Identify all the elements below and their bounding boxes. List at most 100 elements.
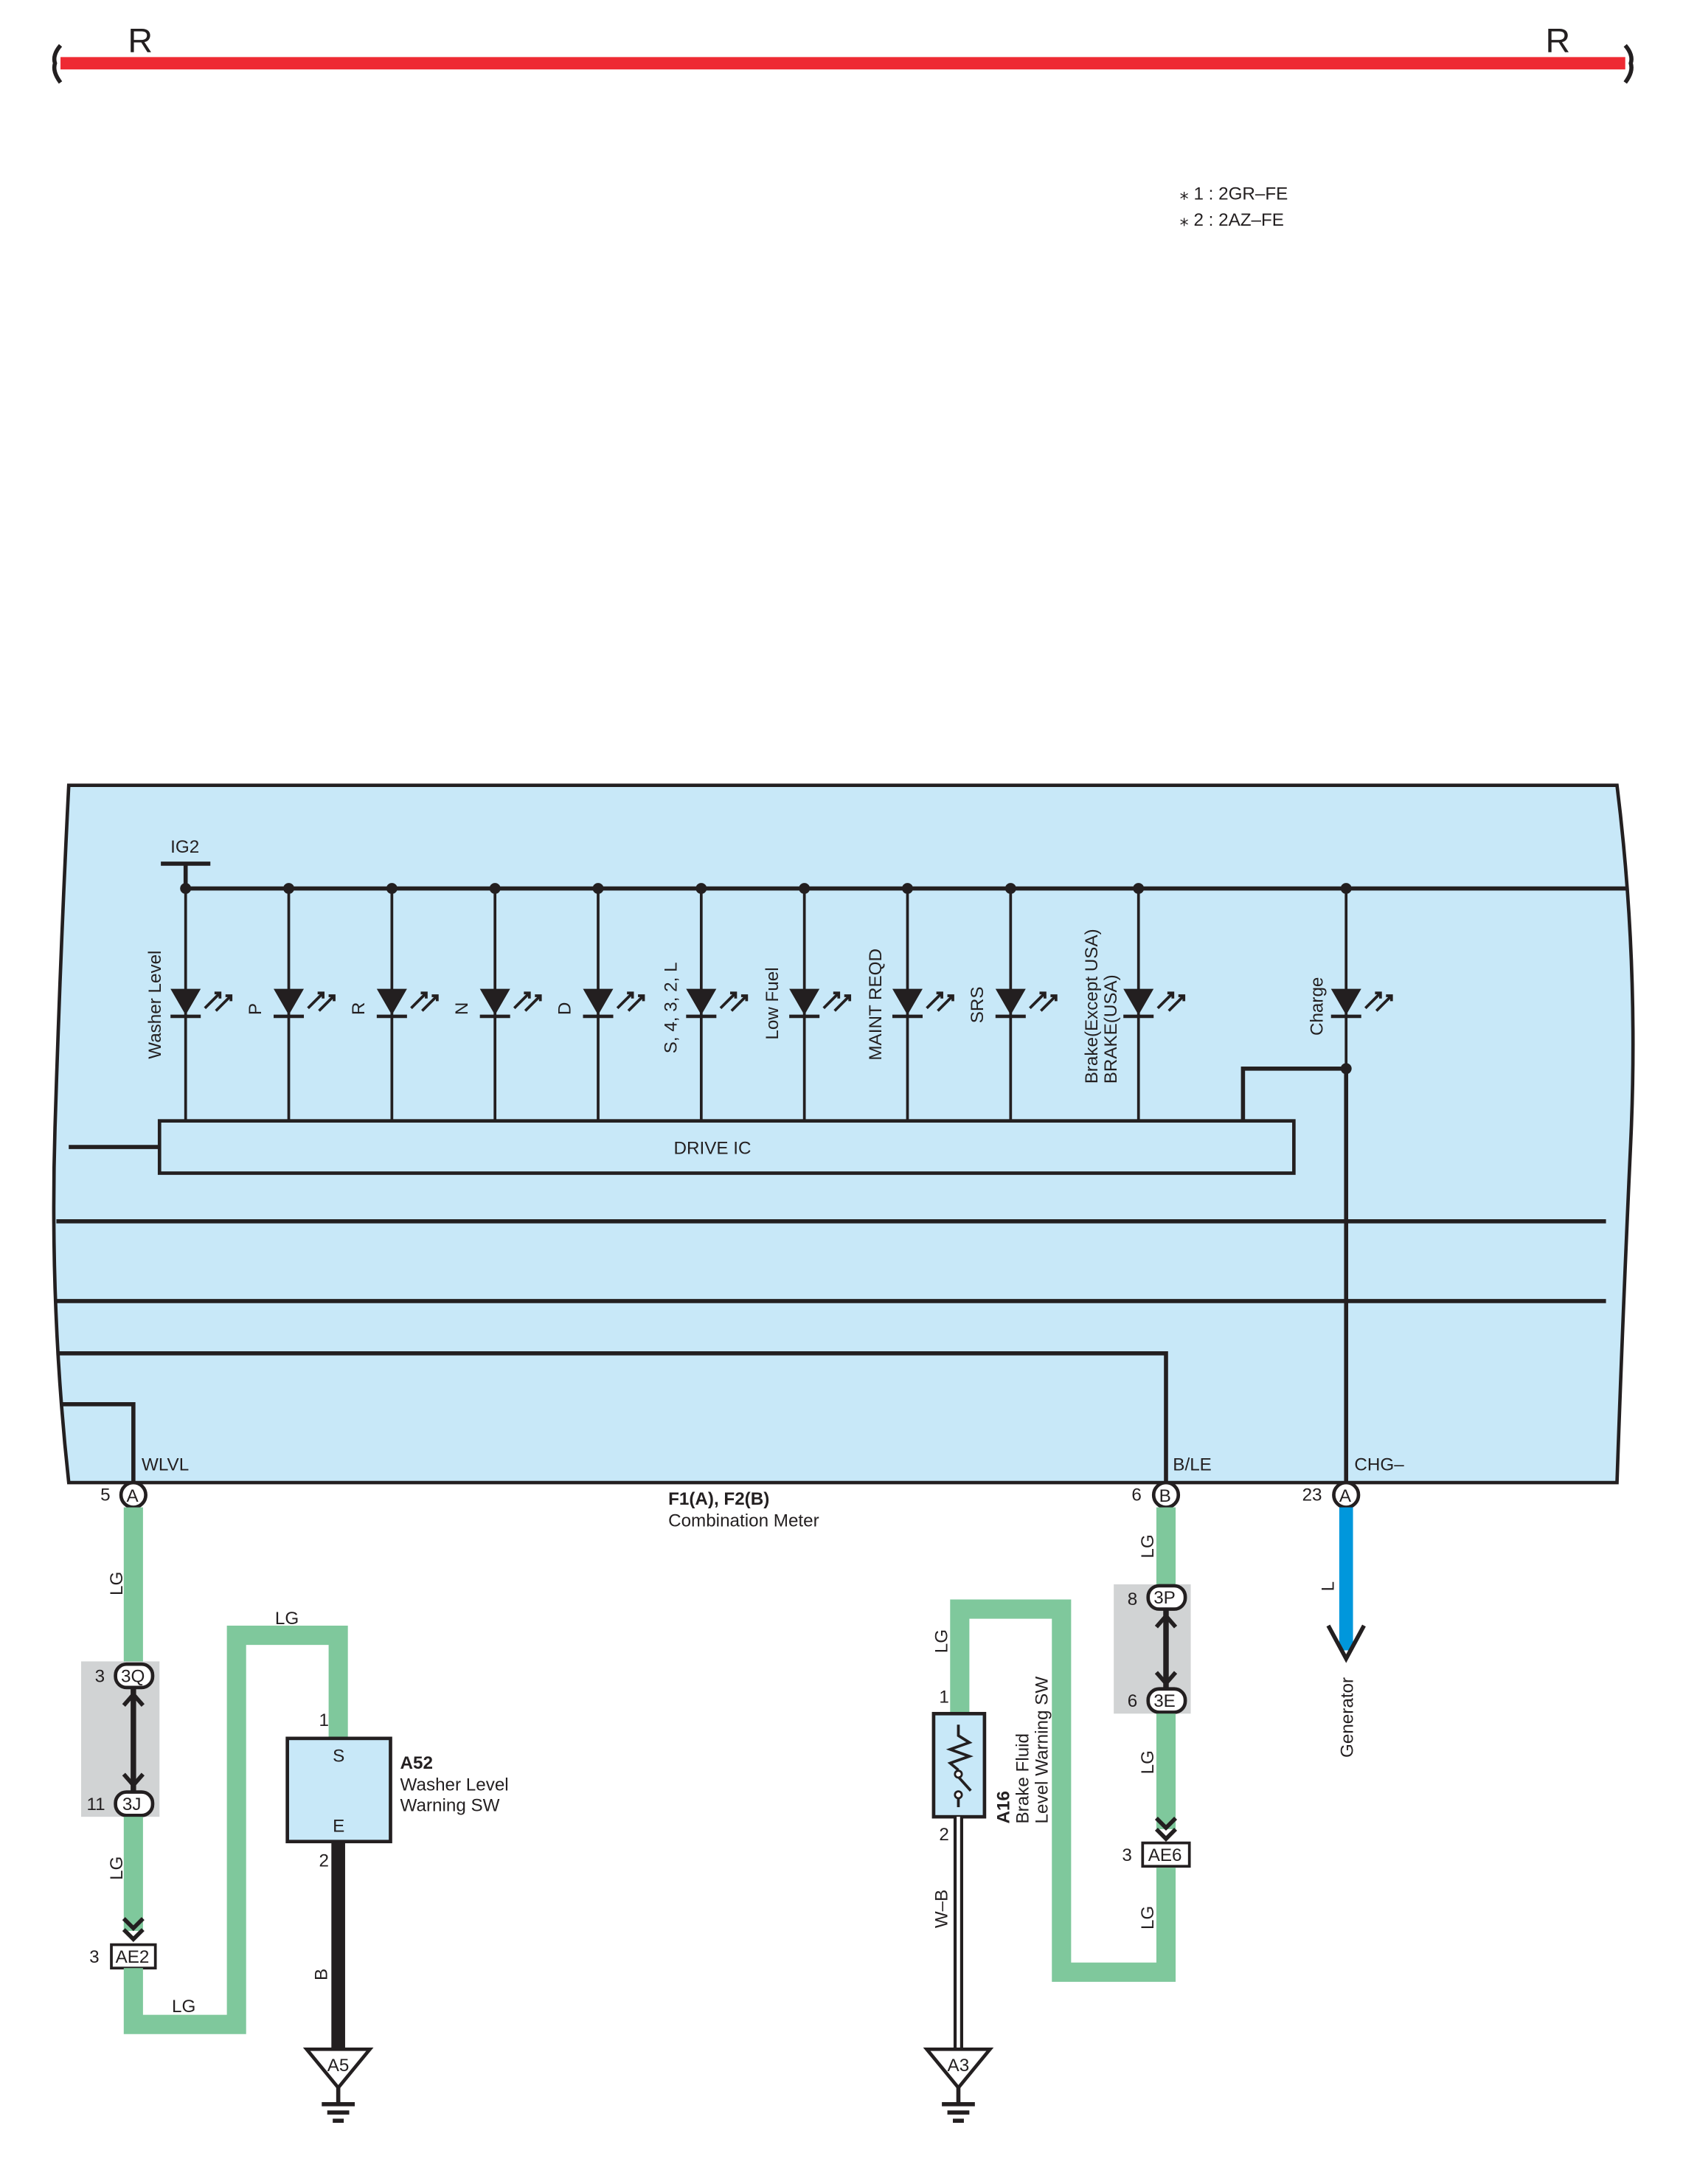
led-1: P [246, 883, 336, 1121]
led-triangle [686, 988, 717, 1016]
led-ray [627, 994, 645, 1012]
note-2gr: ⁎ 1 : 2GR–FE [1180, 184, 1288, 204]
led-3: N [452, 883, 542, 1121]
pin-number: 2 [319, 1851, 329, 1871]
led-triangle [1123, 988, 1154, 1016]
wire-label: L [1318, 1581, 1338, 1591]
note-2az: ⁎ 2 : 2AZ–FE [1180, 210, 1284, 230]
meter-pin-wlvl: 5 A [100, 1480, 148, 1509]
ground-a5: A5 [302, 2047, 374, 2124]
drive-ic-box [157, 1119, 1296, 1175]
wire-label: LG [107, 1857, 127, 1880]
connector-code: 3E [1153, 1691, 1176, 1711]
led-ray [513, 991, 531, 1010]
wire-label: LG [172, 1997, 195, 2017]
led-ray [730, 994, 749, 1012]
led-triangle [789, 988, 820, 1016]
led-ray [833, 994, 852, 1012]
wire-label: LG [1138, 1906, 1158, 1930]
led-ray [1364, 991, 1382, 1010]
led-ray [421, 994, 439, 1012]
led-label: D [555, 1002, 575, 1016]
led-ray [1156, 991, 1175, 1010]
pin-number: 5 [100, 1485, 110, 1505]
led-label: Brake(Except USA) [1082, 929, 1102, 1084]
component-code: A52 [400, 1753, 433, 1773]
led-label: Charge [1308, 977, 1328, 1036]
led-10: Charge [1308, 883, 1393, 1069]
meter-name: Combination Meter [668, 1511, 819, 1531]
meter-code: F1(A), F2(B) [668, 1489, 769, 1509]
led-ray [410, 991, 428, 1010]
led-label: R [349, 1002, 369, 1016]
pin-letter: E [333, 1817, 344, 1837]
component-name: Level Warning SW [1033, 1677, 1052, 1824]
pin-number: 6 [1131, 1485, 1141, 1505]
pin-number: 2 [939, 1825, 948, 1845]
wire-label: LG [932, 1629, 952, 1653]
led-triangle [376, 988, 407, 1016]
led-label: MAINT REQD [866, 949, 886, 1061]
led-ray [1375, 994, 1393, 1012]
pin-wlvl-label: WLVL [142, 1455, 189, 1474]
led-label: SRS [968, 986, 988, 1023]
led-8: SRS [968, 883, 1058, 1121]
ig2-label: IG2 [170, 837, 199, 857]
led-label: P [246, 1003, 266, 1015]
led-6: Low Fuel [763, 883, 852, 1121]
led-ray [307, 991, 325, 1010]
charge-circuit: L Generator [1318, 1507, 1366, 1758]
component-name: Brake Fluid [1013, 1733, 1033, 1824]
generator-label: Generator [1338, 1677, 1358, 1758]
led-ray [937, 994, 954, 1012]
led-ray [719, 991, 738, 1010]
pin-chg-label: CHG– [1354, 1455, 1404, 1474]
pin-letter: S [333, 1747, 344, 1767]
component-name: Warning SW [400, 1796, 500, 1816]
connector-code: 3Q [121, 1666, 145, 1686]
connector-code: 3P [1153, 1588, 1176, 1608]
wire-label: W–B [932, 1890, 952, 1928]
connector-code: AE2 [116, 1947, 150, 1967]
power-bar-label-left: R [128, 21, 153, 60]
ground-label: A3 [948, 2056, 970, 2076]
pin-number: 11 [86, 1795, 105, 1814]
led-label: N [452, 1002, 472, 1016]
led-triangle [1330, 988, 1361, 1016]
pin-connector: A [127, 1486, 139, 1506]
meter-pin-ble: 6 B [1131, 1480, 1181, 1509]
led-label: Washer Level [145, 951, 165, 1059]
led-2: R [349, 883, 439, 1121]
meter-pin-chg: 23 A [1302, 1480, 1361, 1509]
pin-number: 8 [1128, 1590, 1137, 1609]
pin-connector: A [1339, 1486, 1352, 1506]
led-ray [926, 991, 943, 1010]
led-4: D [555, 883, 645, 1121]
washer-level-switch [285, 1736, 392, 1844]
led-ray [1029, 991, 1047, 1010]
led-ray [1167, 994, 1186, 1012]
wire-label: LG [1138, 1534, 1158, 1558]
pin-number: 1 [939, 1687, 948, 1707]
led-triangle [170, 988, 201, 1016]
led-triangle [892, 988, 923, 1016]
pin-number: 3 [89, 1947, 99, 1967]
pin-number: 3 [95, 1666, 105, 1686]
pin-number: 6 [1128, 1691, 1137, 1711]
led-ray [616, 991, 634, 1010]
led-triangle [479, 988, 510, 1016]
led-ray [1040, 994, 1058, 1012]
drive-ic-label: DRIVE IC [674, 1138, 752, 1158]
ground-label: A5 [327, 2056, 350, 2076]
pin-number: 23 [1302, 1485, 1322, 1505]
wire-label: LG [107, 1572, 127, 1595]
led-ray [524, 994, 542, 1012]
led-7: MAINT REQD [866, 883, 954, 1121]
wire-label: LG [275, 1609, 299, 1629]
washer-circuit: LG 3 3Q 11 3J LG 3 AE2 LG LG 1 S E A52 W… [80, 1507, 509, 2124]
led-triangle [274, 988, 305, 1016]
led-ray [822, 991, 841, 1010]
pin-ble-label: B/LE [1173, 1455, 1212, 1474]
led-5: S, 4, 3, 2, L [661, 883, 749, 1121]
